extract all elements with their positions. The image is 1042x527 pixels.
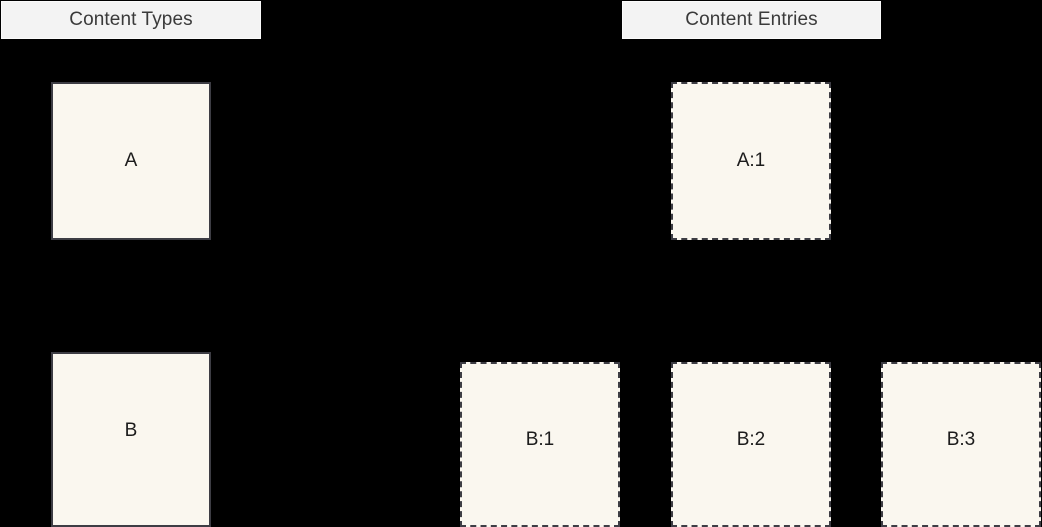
section-header-content-types: Content Types (1, 1, 261, 39)
content-type-node-a[interactable]: A (51, 82, 211, 240)
content-entry-node-a-1[interactable]: A:1 (671, 82, 831, 240)
node-label: B:1 (525, 428, 555, 450)
node-label: A:1 (736, 150, 766, 171)
section-header-label: Content Types (69, 9, 193, 30)
node-label: A (124, 150, 138, 171)
node-label: B (124, 419, 138, 441)
content-entry-node-b-2[interactable]: B:2 (671, 362, 831, 527)
content-entry-node-b-3[interactable]: B:3 (881, 362, 1041, 527)
node-label: B:3 (946, 428, 976, 450)
section-header-label: Content Entries (685, 9, 818, 30)
content-type-node-b[interactable]: B (51, 352, 211, 527)
content-entry-node-b-1[interactable]: B:1 (460, 362, 620, 527)
node-label: B:2 (736, 428, 766, 450)
section-header-content-entries: Content Entries (622, 1, 881, 39)
